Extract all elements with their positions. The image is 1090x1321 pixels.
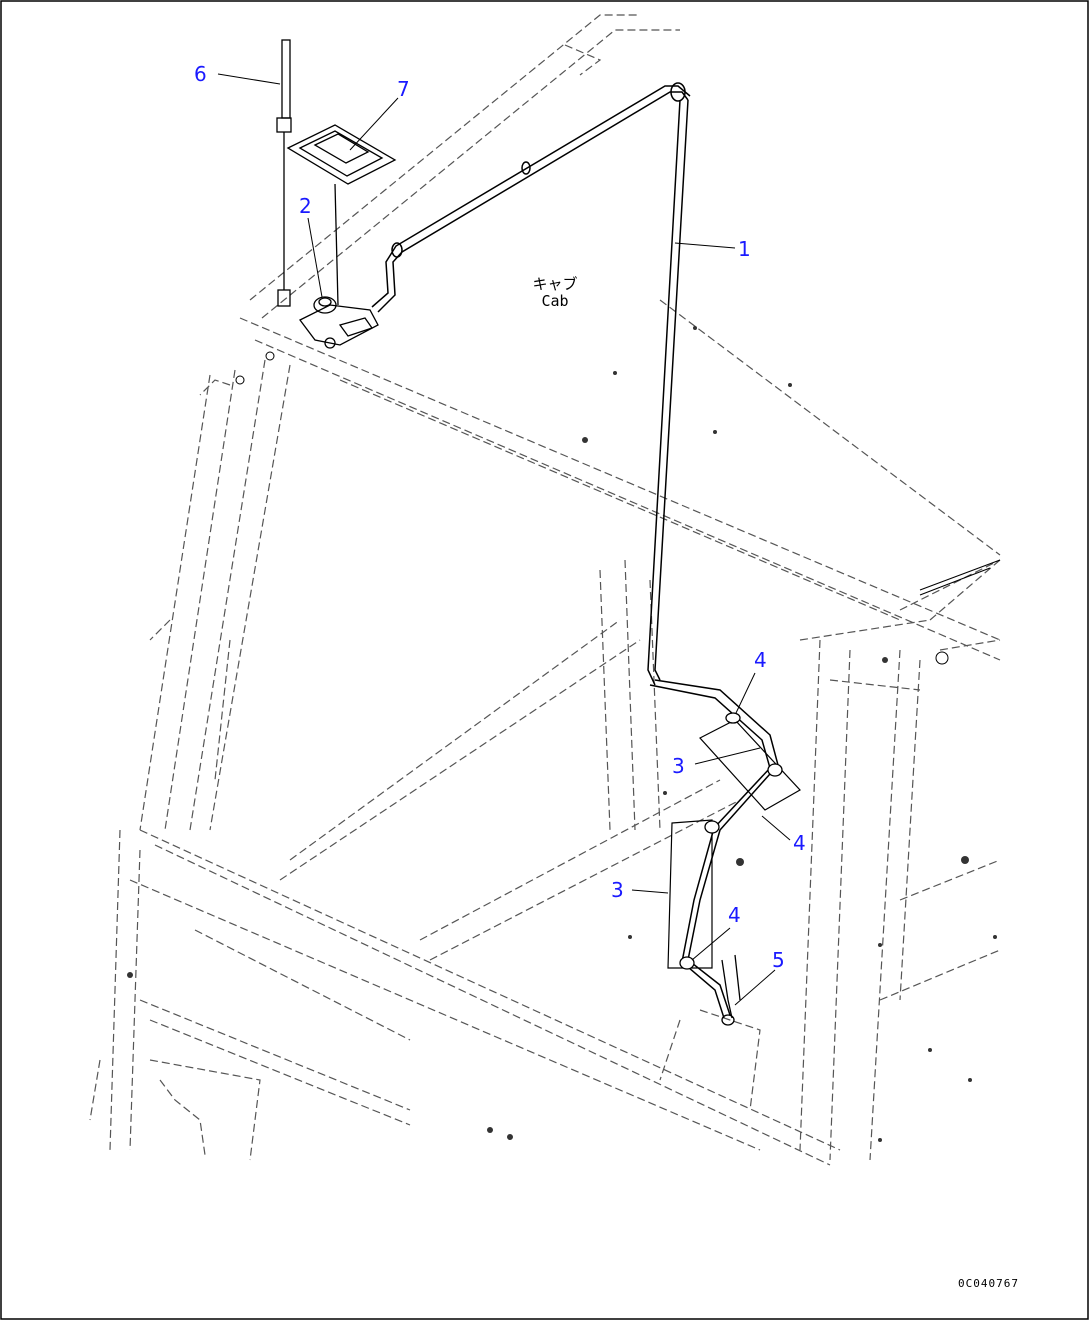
cab-structure bbox=[89, 14, 1001, 1166]
callout-5: 5 bbox=[772, 948, 785, 972]
part-5-nozzle bbox=[721, 954, 741, 1026]
fastener-marks bbox=[127, 326, 997, 1142]
callout-6: 6 bbox=[194, 62, 207, 86]
callout-2: 2 bbox=[299, 194, 312, 218]
callout-4-bottom: 4 bbox=[728, 903, 741, 927]
part-6-rod bbox=[276, 39, 292, 307]
callout-4-middle: 4 bbox=[793, 831, 806, 855]
roof-detail bbox=[235, 351, 1001, 665]
callout-4-top: 4 bbox=[754, 648, 767, 672]
part-3-plates bbox=[667, 719, 801, 969]
cab-label-en: Cab bbox=[541, 291, 569, 310]
callout-1: 1 bbox=[738, 237, 751, 261]
part-2-assembly bbox=[299, 296, 379, 349]
part-4-clips bbox=[679, 712, 783, 970]
part-1-hose bbox=[371, 82, 779, 1019]
cab-label: キャブ Cab bbox=[525, 276, 585, 309]
leader-lines bbox=[217, 73, 791, 1006]
cab-label-jp: キャブ bbox=[532, 275, 578, 293]
drawing-code: 0C040767 bbox=[958, 1277, 1019, 1290]
callout-3-upper: 3 bbox=[672, 754, 685, 778]
callout-7: 7 bbox=[397, 77, 410, 101]
callout-3-lower: 3 bbox=[611, 878, 624, 902]
part-7-cover bbox=[286, 124, 397, 306]
